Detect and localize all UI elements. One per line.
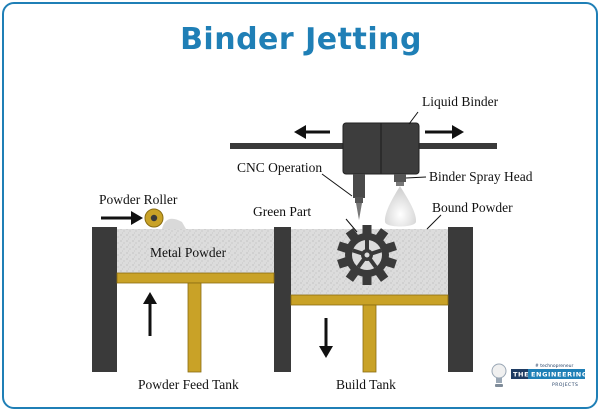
cnc-operation-label: CNC Operation [237, 160, 322, 175]
print-head [342, 122, 420, 220]
logo-badge-right: ENGINEERING [531, 371, 588, 379]
logo-badge-left: THE [513, 371, 529, 379]
logo-tagline: # technopreneur [535, 363, 574, 369]
build-tank-piston [290, 294, 449, 373]
build-tank-right-wall [448, 227, 473, 372]
powder-feed-tank-label: Powder Feed Tank [138, 377, 239, 392]
tank-divider-wall [274, 227, 291, 372]
build-tank-label: Build Tank [336, 377, 396, 392]
roller-direction-arrow-icon [101, 211, 143, 225]
right-arrow-icon [425, 125, 464, 139]
down-arrow-icon [319, 318, 333, 358]
bound-powder-leader [426, 214, 442, 230]
metal-powder-bed [117, 229, 274, 273]
feed-tank-left-wall [92, 227, 117, 372]
bound-powder-label: Bound Powder [432, 200, 513, 215]
cnc-operation-leader [321, 173, 353, 197]
left-arrow-icon [294, 125, 330, 139]
powder-roller [144, 208, 164, 228]
metal-powder-label: Metal Powder [150, 245, 227, 260]
engineering-projects-logo: # technopreneur THE ENGINEERING PROJECTS [491, 363, 588, 388]
green-part-leader [345, 218, 358, 233]
green-part-label: Green Part [253, 204, 311, 219]
bulb-icon [491, 363, 507, 387]
binder-spray [384, 186, 417, 227]
binder-spray-head-leader [405, 176, 427, 179]
binder-spray-head-label: Binder Spray Head [429, 169, 533, 184]
up-arrow-icon [143, 292, 157, 336]
powder-roller-label: Powder Roller [99, 192, 178, 207]
liquid-binder-leader [408, 111, 419, 125]
liquid-binder-label: Liquid Binder [422, 94, 499, 109]
powder-heap [162, 218, 186, 229]
page-title: Binder Jetting [180, 22, 422, 57]
green-part-gear [337, 225, 397, 285]
feed-tank-piston [116, 272, 275, 373]
logo-subtitle: PROJECTS [552, 382, 578, 388]
